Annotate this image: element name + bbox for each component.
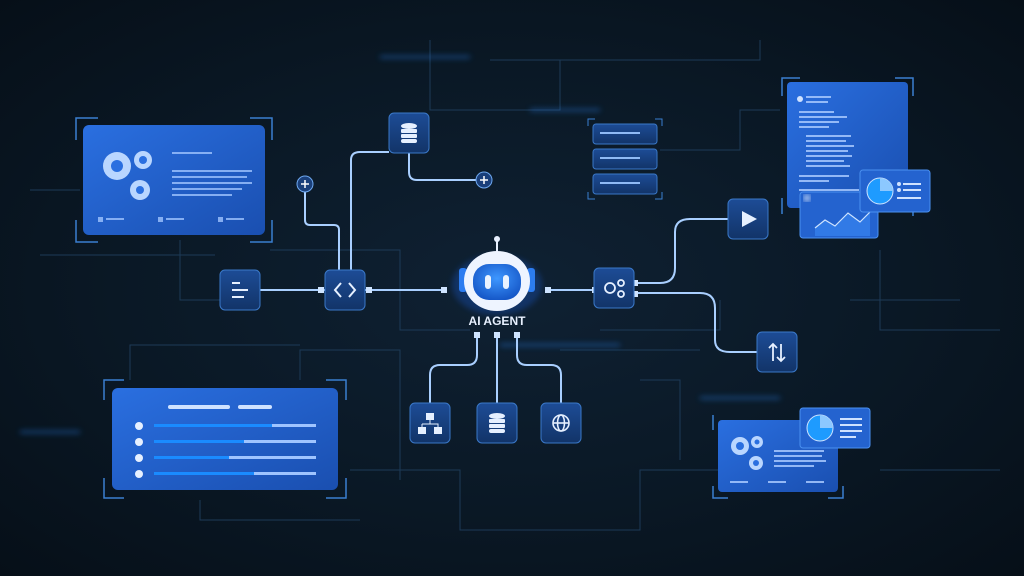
node-gears[interactable] (593, 267, 635, 309)
list-panel (103, 379, 347, 499)
text-align-icon (232, 282, 248, 298)
node-globe[interactable] (540, 402, 582, 444)
plus-button-right[interactable] (475, 171, 493, 189)
background-circuit-lines (30, 40, 1000, 531)
settings-panel (75, 117, 273, 243)
line-chart-card (799, 191, 879, 239)
code-icon (333, 282, 357, 298)
ai-agent-label: AI AGENT (469, 314, 527, 328)
node-play[interactable] (727, 198, 769, 240)
sitemap-icon (418, 413, 442, 434)
node-sort[interactable] (756, 331, 798, 373)
list-rows (135, 422, 316, 478)
node-database-top[interactable] (388, 112, 430, 154)
pie-chart-card (859, 169, 931, 213)
database-icon (401, 123, 417, 143)
node-sitemap[interactable] (409, 402, 451, 444)
globe-icon (552, 414, 570, 432)
node-code[interactable] (324, 269, 366, 311)
gears-icon (103, 151, 152, 200)
glow-streaks (20, 56, 780, 433)
database-icon (489, 413, 505, 433)
sort-arrows-icon (768, 342, 786, 363)
node-database-bottom[interactable] (476, 402, 518, 444)
play-icon (742, 211, 757, 227)
server-icon (592, 123, 658, 195)
settings-report-panel (712, 407, 871, 499)
ai-agent-robot[interactable]: AI AGENT (452, 236, 542, 328)
plus-icon (301, 180, 309, 188)
node-text-align[interactable] (219, 269, 261, 311)
plus-button-left[interactable] (296, 175, 314, 193)
server-stack (587, 118, 663, 200)
plus-icon (480, 176, 488, 184)
connection-lines (260, 151, 757, 403)
gears-icon (731, 436, 763, 470)
gears-icon (604, 279, 625, 298)
